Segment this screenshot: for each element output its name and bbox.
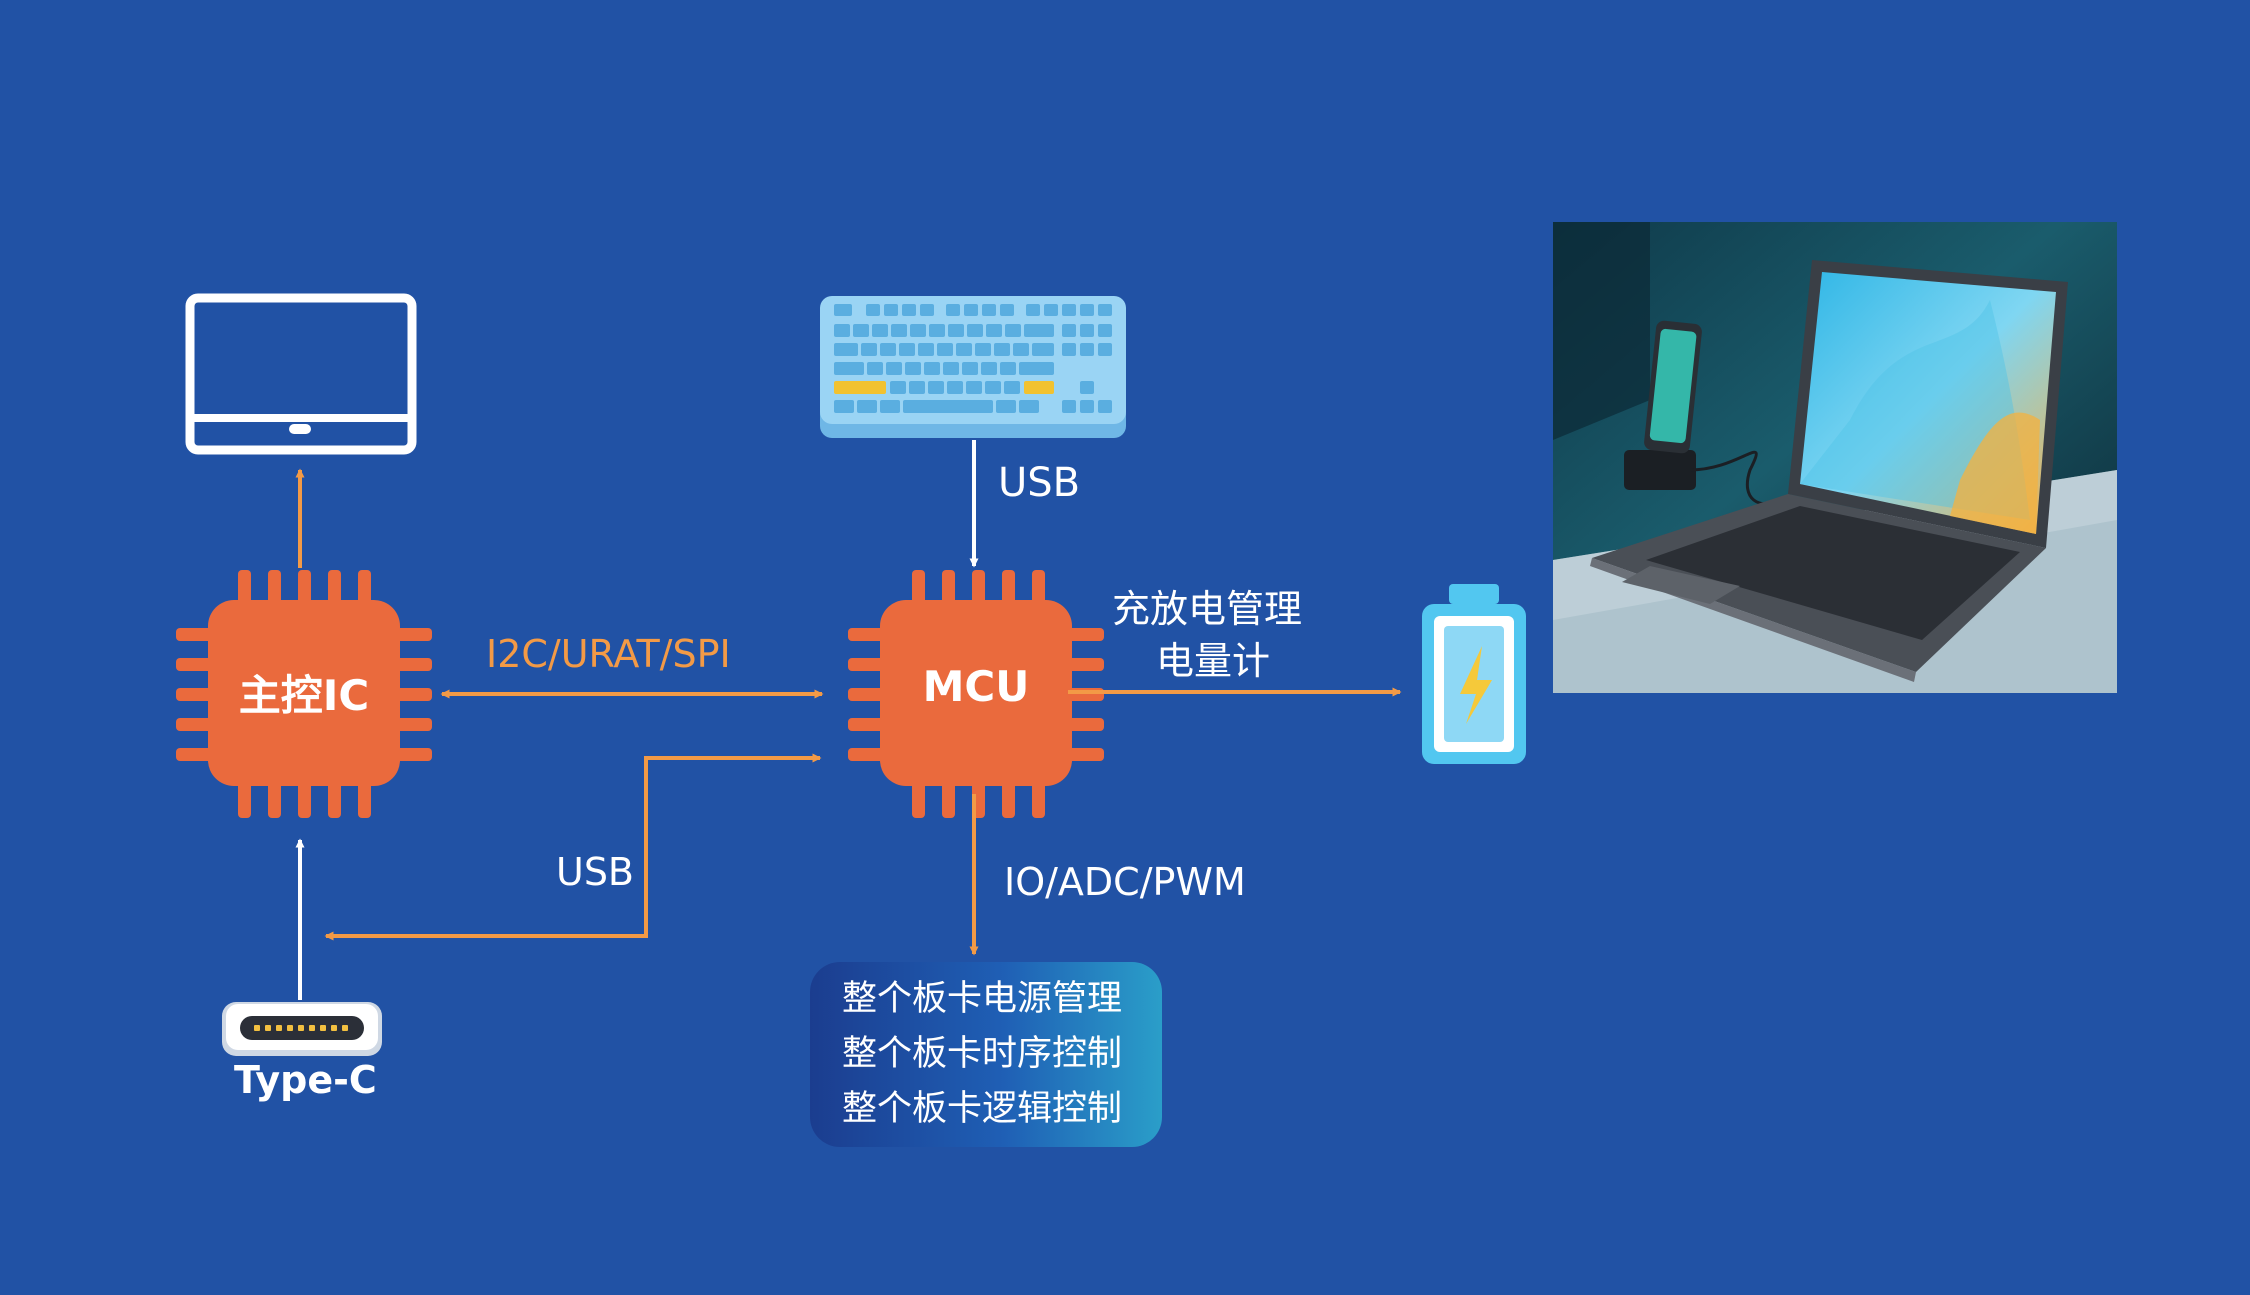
link-label-charge: 充放电管理 bbox=[1112, 587, 1303, 631]
monitor-icon bbox=[185, 293, 417, 455]
arrow-usb-path bbox=[324, 753, 822, 941]
keyboard-icon bbox=[820, 296, 1126, 438]
link-label-keyboard-usb: USB bbox=[998, 460, 1081, 506]
mcu-label: MCU bbox=[922, 662, 1030, 711]
link-label-typec-usb: USB bbox=[556, 850, 635, 894]
main-ic-chip bbox=[176, 570, 432, 818]
function-box: 整个板卡电源管理 整个板卡时序控制 整个板卡逻辑控制 bbox=[810, 962, 1162, 1147]
function-item: 整个板卡逻辑控制 bbox=[842, 1089, 1123, 1129]
function-item: 整个板卡时序控制 bbox=[842, 1034, 1123, 1074]
link-label-fuel-gauge: 电量计 bbox=[1156, 639, 1271, 683]
typec-label: Type-C bbox=[234, 1058, 377, 1102]
link-label-io: IO/ADC/PWM bbox=[1004, 860, 1246, 904]
battery-charging-icon bbox=[1422, 584, 1526, 764]
keyboard-keys bbox=[834, 324, 1112, 413]
keyboard-accent-keys bbox=[834, 381, 1054, 394]
usb-c-port-icon bbox=[222, 1002, 382, 1056]
main-ic-label: 主控IC bbox=[238, 671, 370, 720]
mcu-chip bbox=[848, 570, 1104, 818]
link-label-main-mcu: I2C/URAT/SPI bbox=[486, 632, 731, 676]
function-item: 整个板卡电源管理 bbox=[842, 979, 1123, 1019]
laptop-product-photo bbox=[1553, 222, 2117, 693]
